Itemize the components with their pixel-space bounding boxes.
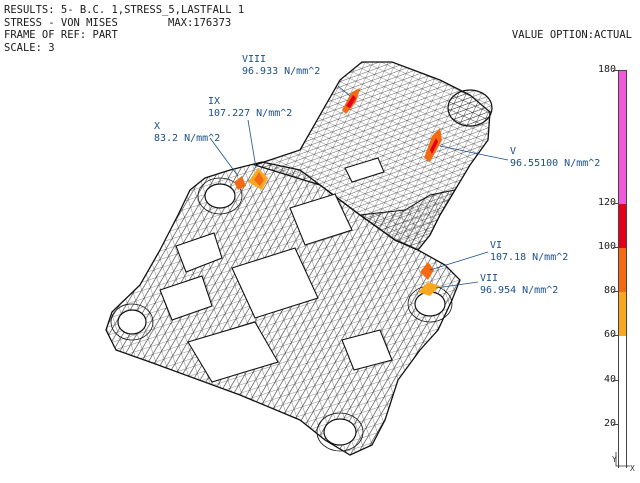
scale-line: SCALE: 3 xyxy=(4,41,55,54)
boss-ring-bottom xyxy=(316,412,364,452)
cutout-right-lower xyxy=(341,329,393,371)
hotspot-vi xyxy=(420,262,434,280)
axis-x-label: X xyxy=(630,464,635,472)
scale-tick-mark xyxy=(613,379,618,381)
label-vi: VI 107.18 N/mm^2 xyxy=(490,240,568,263)
stress-type-line: STRESS - VON MISES xyxy=(4,16,118,29)
leader-ix xyxy=(247,119,257,169)
scale-tick-mark xyxy=(613,202,618,204)
cutout-left-upper xyxy=(175,232,223,273)
bolt-hole-top-left xyxy=(204,183,236,209)
label-x-value: 83.2 N/mm^2 xyxy=(154,132,221,144)
label-v-id: V xyxy=(510,146,517,157)
results-header: RESULTS: 5- B.C. 1,STRESS_5,LASTFALL 1 S… xyxy=(4,4,244,54)
cutout-center xyxy=(231,247,319,319)
boss-ring-left xyxy=(110,303,154,341)
color-scale-bar xyxy=(618,70,627,469)
boss-ring-top-left xyxy=(197,177,243,215)
results-line: RESULTS: 5- B.C. 1,STRESS_5,LASTFALL 1 xyxy=(4,4,245,16)
scale-tick-mark xyxy=(613,246,618,248)
scale-tick-label: 180 xyxy=(597,64,616,75)
label-ix: IX 107.227 N/mm^2 xyxy=(208,96,292,119)
leader-v xyxy=(439,145,509,161)
scale-band-1 xyxy=(619,203,626,248)
label-vii: VII 96.954 N/mm^2 xyxy=(480,273,558,296)
label-viii-id: VIII xyxy=(242,54,267,65)
axis-triad: Y X xyxy=(612,452,635,472)
scale-band-2 xyxy=(619,247,626,293)
cutout-bottom-center xyxy=(187,321,279,383)
scale-tick-mark xyxy=(613,423,618,425)
scale-tick-label: 60 xyxy=(603,329,616,341)
leader-vii xyxy=(435,281,479,289)
arm-end-cylinder xyxy=(447,89,493,127)
label-v-value: 96.55100 N/mm^2 xyxy=(510,157,601,169)
scale-band-3 xyxy=(619,292,626,337)
value-option: VALUE OPTION:ACTUAL xyxy=(511,29,632,41)
scale-tick-label: 100 xyxy=(597,240,616,252)
scale-tick-label: 40 xyxy=(603,373,616,385)
label-viii-value: 96.933 N/mm^2 xyxy=(242,65,321,77)
scale-band-4 xyxy=(619,336,626,469)
scale-tick-label: 120 xyxy=(597,196,616,208)
scale-tick-label: 20 xyxy=(603,417,616,429)
label-x: X 83.2 N/mm^2 xyxy=(154,121,220,144)
axis-y-label: Y xyxy=(612,455,617,464)
bolt-hole-bottom xyxy=(323,418,357,446)
label-x-id: X xyxy=(154,121,161,132)
hotspot-x xyxy=(234,176,246,190)
label-viii: VIII 96.933 N/mm^2 xyxy=(242,54,320,77)
bolt-hole-left xyxy=(117,309,147,335)
scale-tick-mark xyxy=(613,291,618,293)
cutout-top xyxy=(289,193,353,246)
label-vii-value: 96.954 N/mm^2 xyxy=(480,284,559,296)
label-v: V 96.55100 N/mm^2 xyxy=(510,146,600,169)
frame-of-ref-line: FRAME OF REF: PART xyxy=(4,29,118,42)
label-ix-id: IX xyxy=(208,96,221,107)
scale-tick-label: 80 xyxy=(603,285,616,297)
cutout-left-lower xyxy=(159,275,213,321)
leader-x xyxy=(209,137,239,177)
label-ix-value: 107.227 N/mm^2 xyxy=(208,107,293,119)
label-vii-id: VII xyxy=(480,273,499,284)
leader-vi xyxy=(429,251,489,271)
scale-tick-mark xyxy=(613,70,618,71)
cutout-arm-slot xyxy=(344,157,385,183)
label-vi-id: VI xyxy=(490,240,503,251)
label-vi-value: 107.18 N/mm^2 xyxy=(490,251,569,263)
scale-tick-mark xyxy=(613,335,618,337)
hotspot-vii xyxy=(418,282,440,296)
arm-rib xyxy=(358,189,457,251)
leader-viii xyxy=(337,85,351,97)
max-value: MAX:176373 xyxy=(168,16,232,29)
scale-band-0 xyxy=(619,71,626,204)
